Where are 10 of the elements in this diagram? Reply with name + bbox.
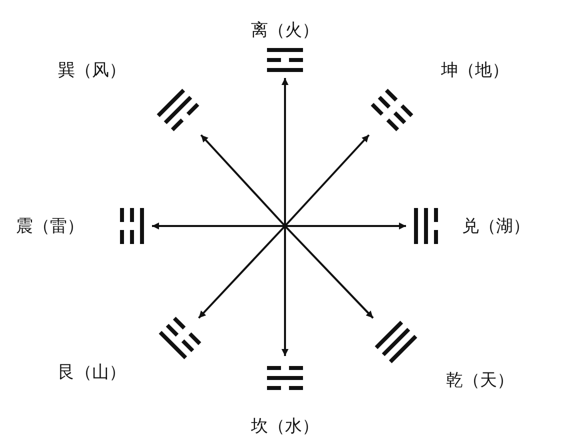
trigram-label: 兑（湖）: [462, 216, 530, 238]
double-arrow: [282, 78, 288, 356]
trigram-label: 乾（天）: [446, 370, 514, 392]
trigram-label: 坤（地）: [441, 60, 509, 82]
trigram-label: 艮（山）: [58, 362, 126, 384]
trigram-label: 离（火）: [251, 20, 319, 42]
trigram-label: 震（雷）: [16, 216, 84, 238]
double-arrow: [152, 222, 406, 230]
trigram-label: 坎（水）: [251, 416, 319, 438]
trigram-label: 巽（风）: [58, 60, 126, 82]
